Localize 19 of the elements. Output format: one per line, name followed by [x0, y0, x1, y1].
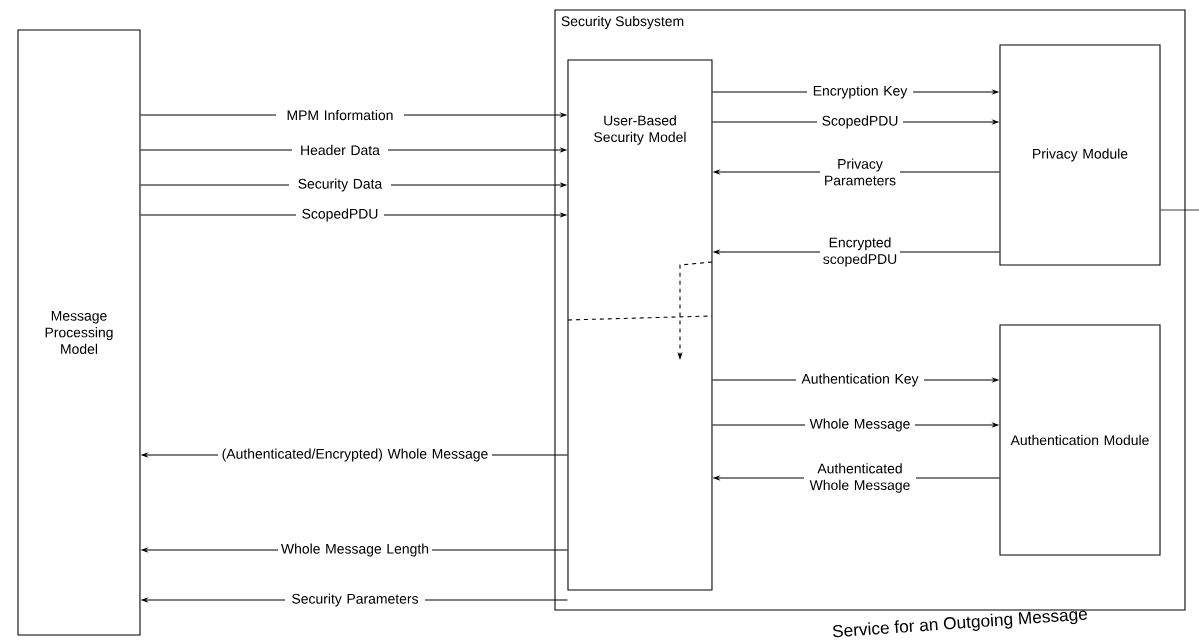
edge-label: Header Data [292, 142, 388, 158]
edge-label: Whole Message Length [278, 541, 432, 559]
edge-label: ScopedPDU [817, 113, 903, 131]
module-box: Privacy Module [999, 44, 1161, 266]
edge-label: Security Parameters [285, 591, 425, 609]
edge-label: MPM Information [276, 107, 404, 123]
edge-label: Whole Message [805, 416, 915, 434]
model-box: User-Based Security Model [567, 59, 713, 591]
caption: Service for an Outgoing Message [833, 610, 1088, 638]
edge-label: Security Data [289, 176, 391, 194]
edge-label: Privacy Parameters [820, 156, 900, 188]
edge-label: ScopedPDU [296, 206, 384, 224]
module-box: Authentication Module [999, 324, 1161, 556]
model-box: Message Processing Model [17, 29, 141, 636]
edge-label: (Authenticated/Encrypted) Whole Message [218, 446, 492, 464]
edge-label: Encryption Key [807, 83, 913, 101]
edge-label: Authentication Key [796, 371, 924, 389]
edge-label: Authenticated Whole Message [804, 461, 916, 495]
edge-label: Encrypted scopedPDU [820, 235, 900, 269]
